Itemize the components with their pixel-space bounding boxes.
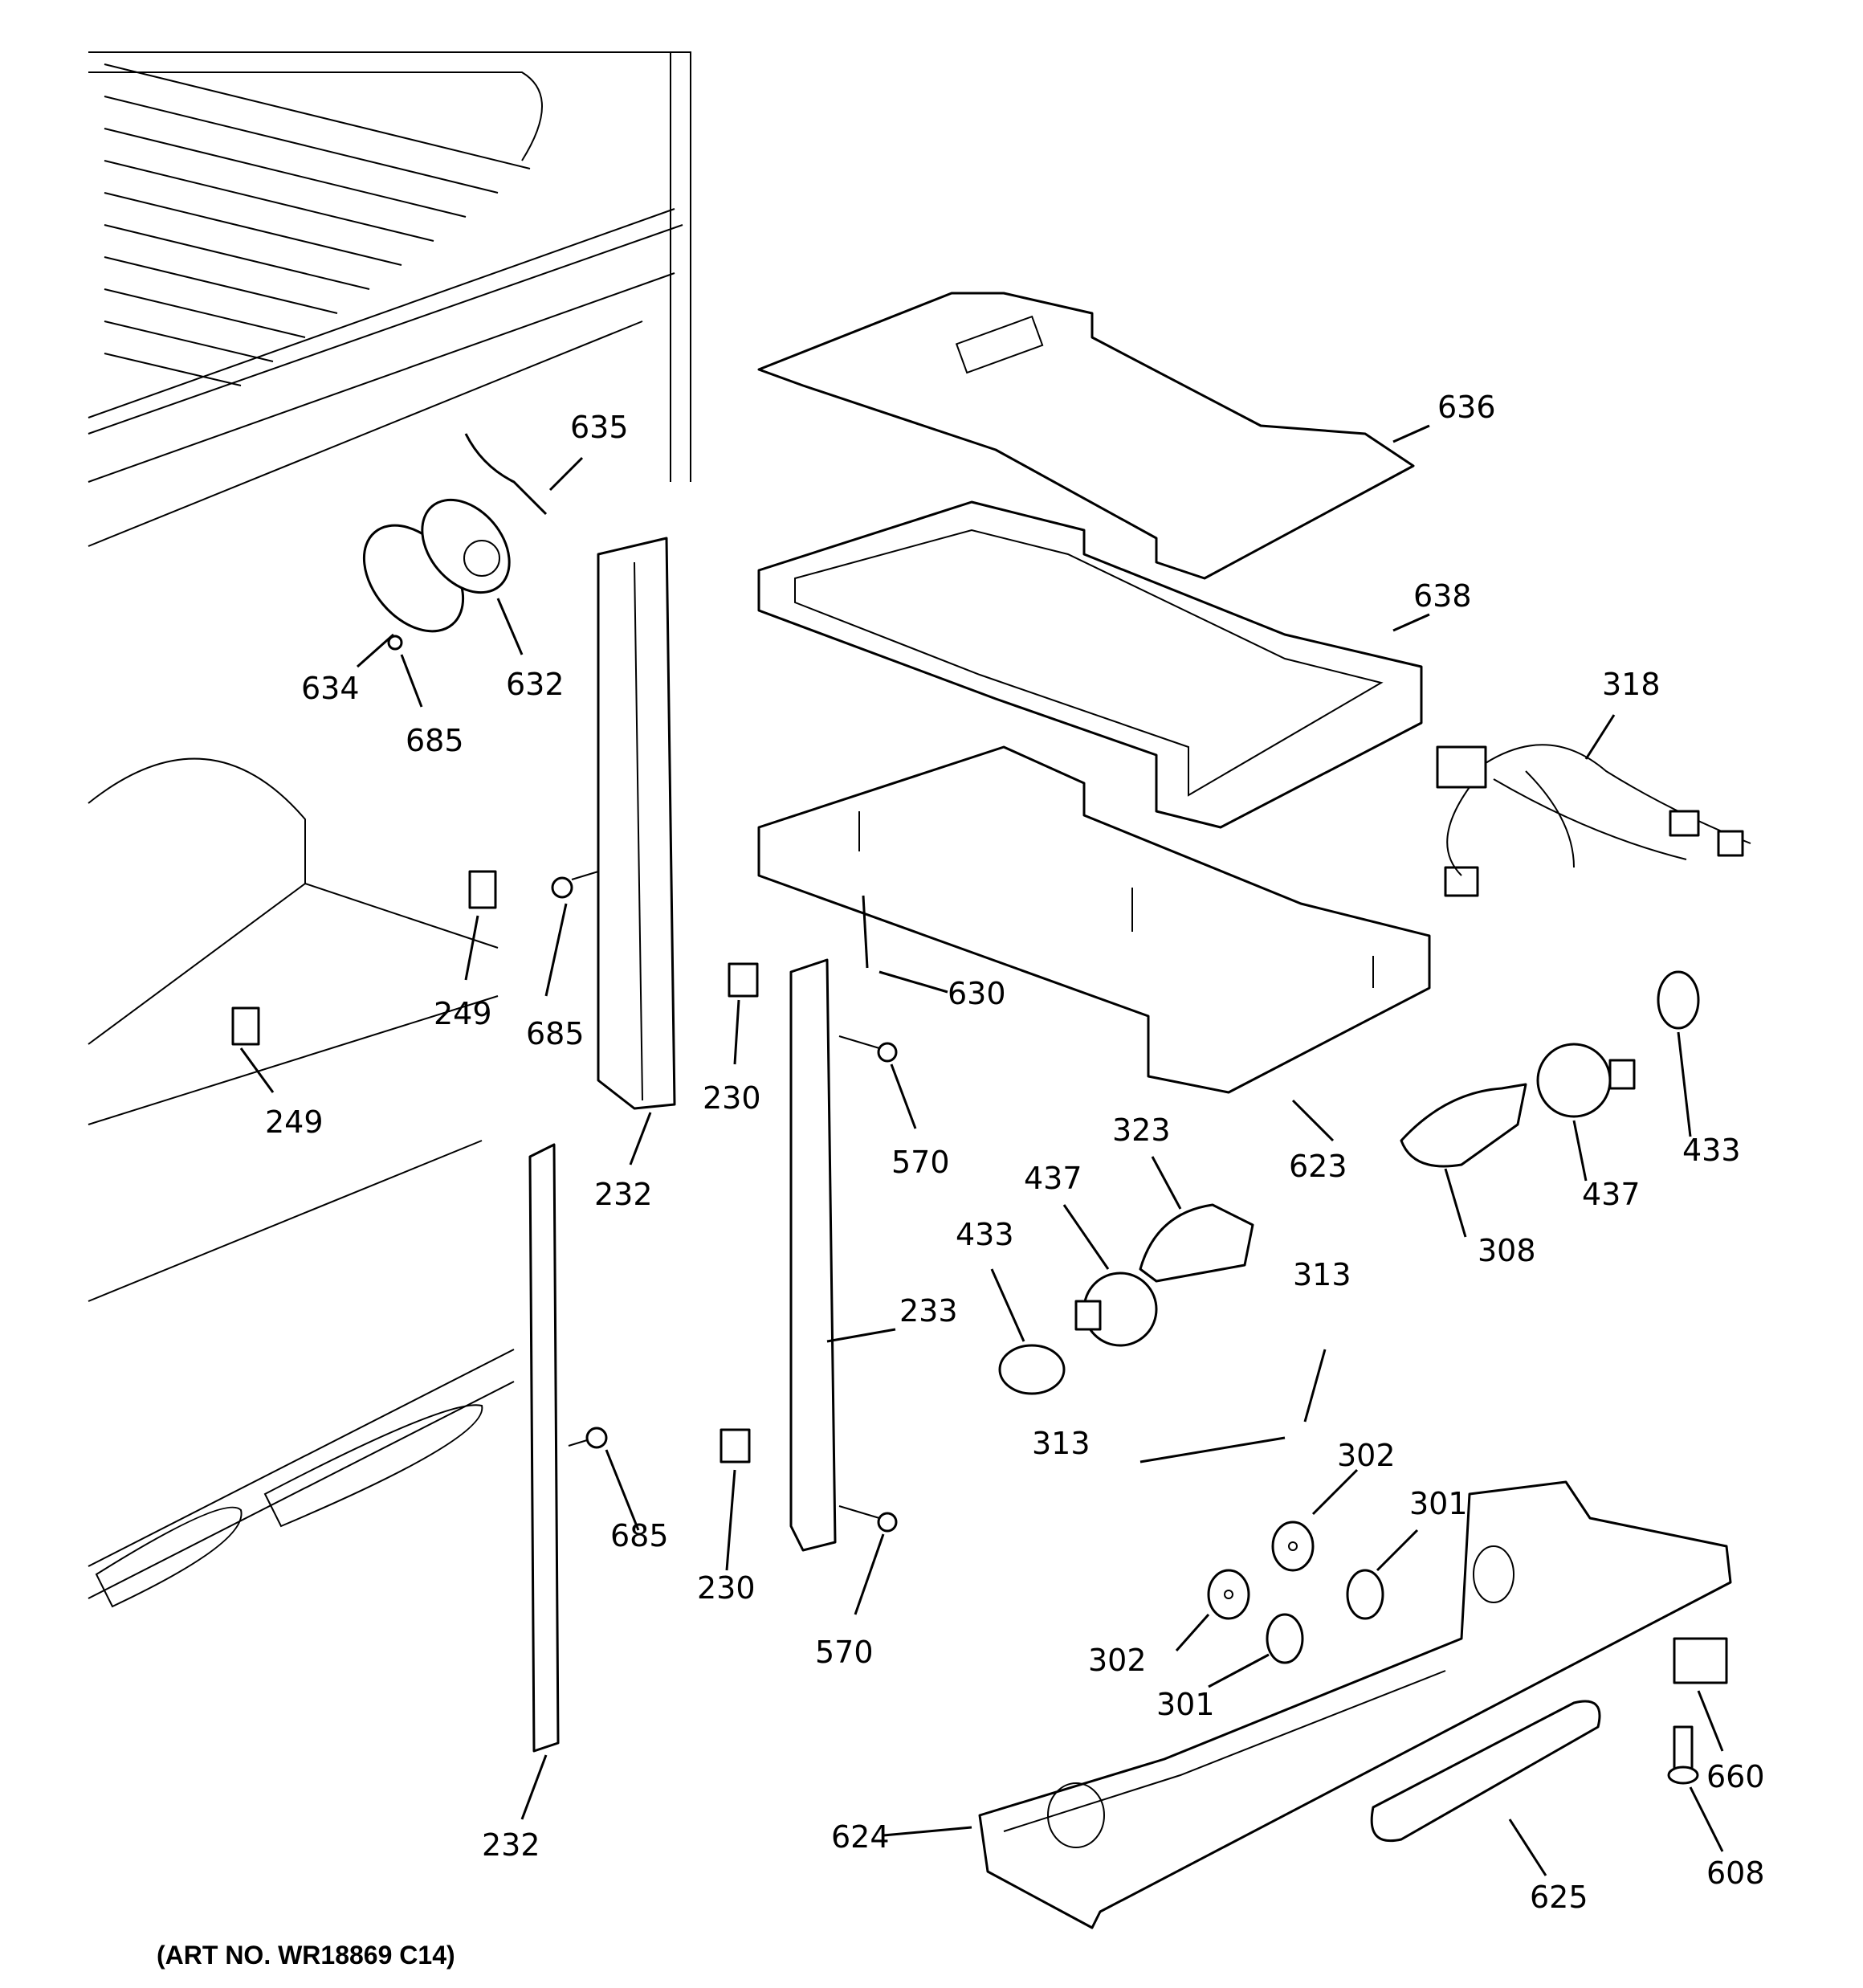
- callout-302-b: 302: [1088, 1643, 1147, 1678]
- callout-634: 634: [301, 671, 360, 706]
- part-630-screw: [862, 895, 869, 969]
- part-636-insulation-panel: [757, 292, 1415, 580]
- part-433-socket-left: [998, 1344, 1066, 1395]
- part-232-rail-upper: [597, 537, 676, 1110]
- part-632-light-cover: [421, 498, 511, 594]
- part-249-clip-lower: [231, 1006, 260, 1046]
- callout-608: 608: [1706, 1855, 1765, 1891]
- art-number: (ART NO. WR18869 C14): [157, 1941, 455, 1970]
- callout-301-b: 301: [1156, 1687, 1215, 1722]
- part-249-clip-upper: [468, 870, 497, 909]
- callout-labels: 636 638 623 318 635 634 632 685 249 685 …: [265, 390, 1765, 1915]
- callout-230-a: 230: [703, 1080, 761, 1116]
- part-685-screw-lower: [568, 1427, 608, 1449]
- callout-638: 638: [1413, 578, 1472, 614]
- part-302-washer-lower: [1207, 1569, 1250, 1620]
- callout-308: 308: [1478, 1233, 1536, 1268]
- callout-625: 625: [1530, 1880, 1588, 1915]
- callout-433-a: 433: [956, 1217, 1014, 1252]
- part-638-foam-housing: [757, 500, 1423, 829]
- callout-313-a: 313: [1293, 1257, 1351, 1292]
- callout-232-b: 232: [482, 1827, 540, 1863]
- callout-249-a: 249: [434, 996, 492, 1031]
- part-624-control-housing: [978, 1480, 1732, 1929]
- part-230-clip-upper: [728, 962, 759, 998]
- part-570-screw-lower: [838, 1505, 898, 1533]
- part-302-washer-upper: [1271, 1521, 1315, 1572]
- part-570-screw-upper: [838, 1035, 898, 1063]
- callout-630: 630: [948, 976, 1006, 1011]
- part-301-knob-upper: [1346, 1569, 1384, 1620]
- callout-685-c: 685: [610, 1518, 669, 1553]
- part-437-bulb-left: [1074, 1272, 1158, 1347]
- callout-437-b: 437: [1582, 1177, 1641, 1212]
- leader-lines: [239, 424, 1724, 1876]
- callout-318: 318: [1602, 667, 1661, 702]
- callout-636: 636: [1437, 390, 1496, 425]
- part-301-knob-lower: [1266, 1613, 1304, 1664]
- callout-635: 635: [570, 410, 629, 445]
- callout-233: 233: [899, 1293, 958, 1329]
- part-685-screw-upper: [551, 871, 599, 899]
- callout-624: 624: [831, 1819, 890, 1855]
- callout-433-b: 433: [1682, 1133, 1741, 1168]
- part-660-switch: [1673, 1637, 1728, 1684]
- shelf-ribs: [104, 63, 531, 386]
- callout-660: 660: [1706, 1759, 1765, 1794]
- part-433-socket-right: [1657, 970, 1700, 1030]
- part-608-screw: [1667, 1725, 1699, 1785]
- part-232-rail-lower: [528, 1143, 560, 1753]
- part-685-screw-small: [387, 635, 403, 651]
- part-437-bulb-right: [1536, 1043, 1636, 1118]
- part-313-wire-long: [1139, 1436, 1286, 1463]
- part-318-wire-harness: [1436, 744, 1751, 897]
- part-233-rail: [789, 958, 837, 1552]
- callout-570-b: 570: [815, 1635, 874, 1670]
- callout-623: 623: [1289, 1149, 1347, 1184]
- cabinet-interior: [88, 51, 691, 1608]
- part-308-lamp-shield-right: [1400, 1083, 1527, 1168]
- part-635-tube: [464, 433, 548, 516]
- callout-685-b: 685: [526, 1016, 585, 1051]
- callout-437-a: 437: [1024, 1161, 1082, 1196]
- callout-230-b: 230: [697, 1570, 756, 1606]
- callout-570-a: 570: [891, 1145, 950, 1180]
- callout-323: 323: [1112, 1112, 1171, 1148]
- part-625-light-lens-bar: [1370, 1700, 1601, 1843]
- callout-302-a: 302: [1337, 1438, 1396, 1473]
- callout-249-b: 249: [265, 1104, 324, 1140]
- part-313-wire-short: [1303, 1349, 1327, 1423]
- part-230-clip-lower: [720, 1428, 751, 1463]
- part-323-lamp-shield: [1139, 1203, 1254, 1283]
- callout-632: 632: [506, 667, 565, 702]
- callout-313-b: 313: [1032, 1426, 1090, 1461]
- callout-301-a: 301: [1409, 1486, 1468, 1521]
- part-623-light-housing: [757, 745, 1431, 1094]
- callout-232-a: 232: [594, 1177, 653, 1212]
- callout-685-a: 685: [406, 723, 464, 758]
